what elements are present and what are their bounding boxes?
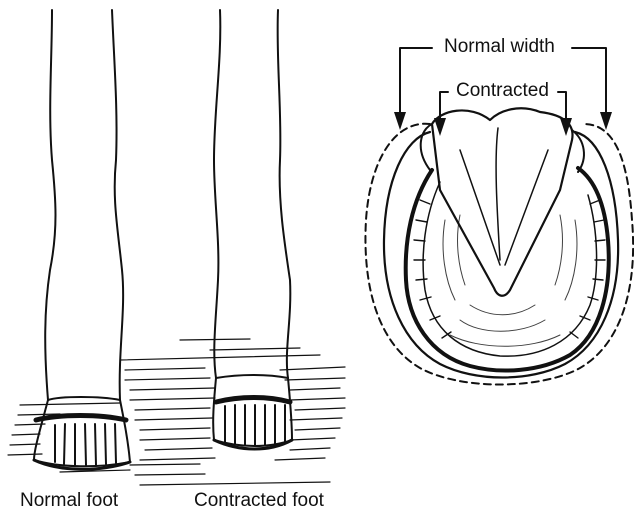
contracted-leg <box>214 10 290 378</box>
normal-foot-caption: Normal foot <box>20 490 118 512</box>
contracted-label: Contracted <box>452 80 553 102</box>
ground-shading <box>8 339 345 485</box>
normal-hoof <box>34 397 130 469</box>
hoof-sole-view <box>365 108 633 384</box>
normal-width-label: Normal width <box>440 36 559 58</box>
contracted-hoof <box>213 375 292 449</box>
contracted-foot-caption: Contracted foot <box>194 490 324 512</box>
normal-leg <box>45 10 123 400</box>
frog <box>432 108 573 295</box>
